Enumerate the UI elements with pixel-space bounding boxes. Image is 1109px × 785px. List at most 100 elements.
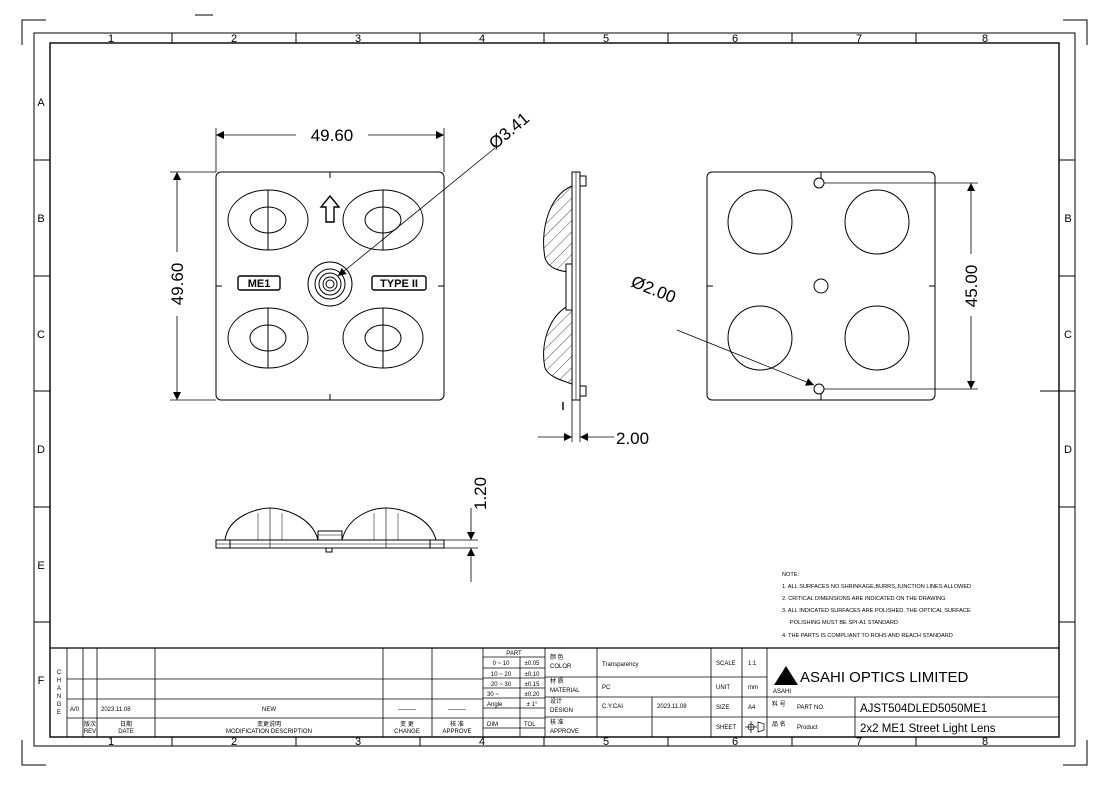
svg-text:CHANGE: CHANGE	[394, 729, 420, 735]
svg-text:核 准: 核 准	[450, 720, 464, 728]
svg-text:DESIGN: DESIGN	[550, 708, 573, 714]
svg-text:APPROVE: APPROVE	[550, 729, 579, 735]
svg-text:DIM: DIM	[487, 722, 498, 728]
svg-text:±0.15: ±0.15	[525, 682, 541, 688]
dim-hole-back: Ø2.00	[629, 272, 679, 307]
svg-text:版次: 版次	[84, 720, 96, 728]
designer-value: C.Y.CAI	[602, 704, 623, 710]
zone-col-7-bottom: 7	[856, 736, 862, 748]
side-lens-top	[543, 185, 573, 273]
notes: NOTE: 1. ALL SURFACES NO SHRINKAGE,BURRS…	[782, 572, 971, 639]
svg-text:H: H	[57, 678, 61, 684]
back-lens-top-right	[844, 189, 910, 255]
dim-side-thickness: 2.00	[616, 429, 649, 448]
svg-text:Product: Product	[797, 725, 818, 731]
svg-text:SIZE: SIZE	[716, 705, 729, 711]
lens-label-me1: ME1	[248, 278, 271, 290]
zone-col-2-top: 2	[231, 33, 237, 45]
zone-col-6-top: 6	[732, 33, 738, 45]
back-hole-center	[813, 278, 829, 294]
revision-row: A/0 2023.11.08 NEW ——— ———	[70, 707, 466, 713]
svg-text:TOL: TOL	[524, 722, 536, 728]
side-view	[543, 171, 587, 410]
dim-label-bg-right	[962, 254, 980, 316]
svg-text:20 ~ 30: 20 ~ 30	[491, 682, 512, 688]
note-4: 4. THE PARTS IS COMPLIANT TO ROHS AND RE…	[782, 633, 953, 639]
svg-text:SCALE: SCALE	[716, 661, 736, 667]
svg-text:E: E	[57, 710, 61, 716]
zone-labels: 1 2 3 4 5 6 7 8 1 2 3 4 5 6 7 8 A B C D …	[37, 33, 1072, 748]
zone-row-C-right: C	[1064, 329, 1072, 341]
svg-text:变更说明: 变更说明	[257, 720, 281, 728]
dim-bottom-height: 1.20	[471, 477, 490, 510]
dim-top-width: 49.60	[311, 126, 354, 145]
zone-row-E-left: E	[37, 560, 44, 572]
svg-text:设计: 设计	[550, 697, 562, 705]
zone-row-A-left: A	[37, 97, 45, 109]
back-hole-top	[813, 177, 825, 189]
back-lens-bottom-right	[844, 305, 910, 371]
revision-headers: 版次 REV 日期 DATE 变更说明 MODIFICATION DESCRIP…	[84, 720, 472, 735]
tolerance-table: PART 0 ~ 10 ±0.05 10 ~ 20 ±0.10 20 ~ 30 …	[487, 651, 540, 728]
zone-col-6-bottom: 6	[732, 736, 738, 748]
svg-text:MODIFICATION DESCRIPTION: MODIFICATION DESCRIPTION	[226, 729, 312, 735]
svg-text:APPROVE: APPROVE	[442, 729, 471, 735]
side-view-dimensions	[538, 400, 614, 442]
svg-text:0 ~ 10: 0 ~ 10	[493, 661, 511, 667]
svg-text:变 更: 变 更	[400, 720, 414, 728]
svg-text:C: C	[57, 670, 62, 676]
inner-frame	[49, 42, 1060, 738]
zone-col-4-bottom: 4	[479, 736, 485, 748]
bottom-dome-right	[341, 507, 437, 541]
dim-label-bg	[296, 126, 368, 144]
zone-row-B-left: B	[37, 213, 44, 225]
back-view	[706, 171, 936, 401]
zone-col-2-bottom: 2	[231, 736, 237, 748]
note-1: 1. ALL SURFACES NO SHRINKAGE,BURRS,JUNCT…	[782, 584, 971, 590]
svg-text:N: N	[57, 694, 61, 700]
outer-frame	[33, 32, 1076, 747]
svg-text:日期: 日期	[120, 720, 132, 728]
material-value: PC	[602, 685, 611, 691]
change-letters: C H A N G E	[57, 670, 62, 716]
size-value: A4	[748, 705, 756, 711]
back-lens-top-left	[727, 189, 793, 255]
color-value: Transparency	[602, 662, 638, 668]
svg-text:颜 色: 颜 色	[550, 653, 564, 661]
label-box-me1	[237, 275, 281, 291]
note-3b: POLISHING MUST BE SPI-A1 STANDARD	[790, 620, 898, 626]
dim-left-height: 49.60	[168, 263, 187, 306]
label-box-type2	[371, 275, 427, 291]
zone-row-D-right: D	[1064, 444, 1072, 456]
note-3: 3. ALL INDICATED SURFACES ARE POLISHED. …	[782, 608, 971, 614]
projection-symbol-icon	[745, 721, 765, 733]
svg-text:A: A	[57, 686, 61, 692]
svg-text:PART: PART	[506, 651, 522, 657]
zone-col-5-top: 5	[603, 33, 609, 45]
svg-text:10 ~ 20: 10 ~ 20	[491, 672, 512, 678]
notes-heading: NOTE:	[782, 572, 800, 578]
scale-value: 1:1	[748, 661, 757, 667]
lens-bottom-left	[227, 307, 309, 369]
svg-text:DATE: DATE	[118, 729, 134, 735]
lens-top-right	[342, 189, 424, 251]
unit-value: mm	[748, 685, 758, 691]
svg-text:UNIT: UNIT	[716, 685, 730, 691]
svg-text:G: G	[57, 702, 62, 708]
zone-col-7-top: 7	[856, 33, 862, 45]
bottom-dome-left	[224, 507, 319, 541]
svg-text:PART NO.: PART NO.	[797, 705, 825, 711]
back-hole-bottom	[813, 383, 825, 395]
lens-bottom-right	[342, 307, 424, 369]
zone-row-C-left: C	[37, 329, 45, 341]
front-view	[215, 171, 445, 401]
svg-text:±0.05: ±0.05	[525, 661, 541, 667]
material-fields: 颜 色 COLOR Transparency 材 质 MATERIAL PC 设…	[550, 653, 687, 735]
part-fields: 料 号 PART NO. 品 名 Product	[772, 700, 825, 731]
rev-date: 2023.11.08	[101, 707, 131, 713]
dim-label-bg-left	[168, 252, 186, 316]
note-2: 2. CRITICAL DIMENSIONS ARE INDICATED ON …	[782, 596, 945, 602]
svg-text:核 准: 核 准	[550, 718, 564, 726]
zone-dividers	[34, 33, 1075, 746]
svg-text:SHEET: SHEET	[716, 725, 736, 731]
